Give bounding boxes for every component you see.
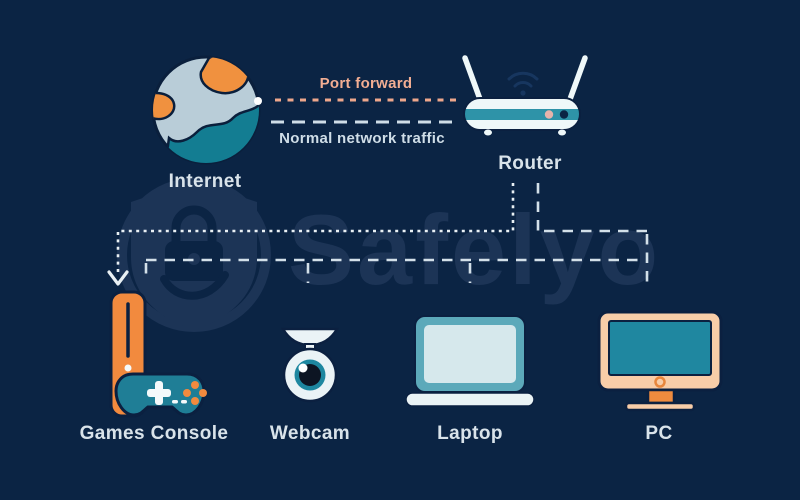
internet-label: Internet <box>168 171 242 192</box>
webcam-icon <box>280 327 340 403</box>
port-forward-label: Port forward <box>319 75 413 92</box>
router-label: Router <box>498 153 562 174</box>
laptop-icon <box>406 315 534 407</box>
wifi-signal-icon <box>507 71 539 88</box>
port-forward-arrowhead <box>107 270 129 286</box>
wifi-router-icon <box>462 55 588 136</box>
game-console-icon <box>109 290 207 418</box>
webcam-label: Webcam <box>269 423 351 444</box>
safelyo-shield-lock-logo-watermark <box>117 178 271 332</box>
normal-network-traffic-label: Normal network traffic <box>279 130 445 147</box>
port-forward-route-line <box>116 183 515 272</box>
watermark-brand-text: Safelyo <box>288 194 662 305</box>
games-console-label: Games Console <box>79 423 229 444</box>
pc-label: PC <box>645 423 673 444</box>
desktop-monitor-icon <box>597 310 723 412</box>
globe-icon <box>151 55 262 165</box>
laptop-label: Laptop <box>437 423 503 444</box>
